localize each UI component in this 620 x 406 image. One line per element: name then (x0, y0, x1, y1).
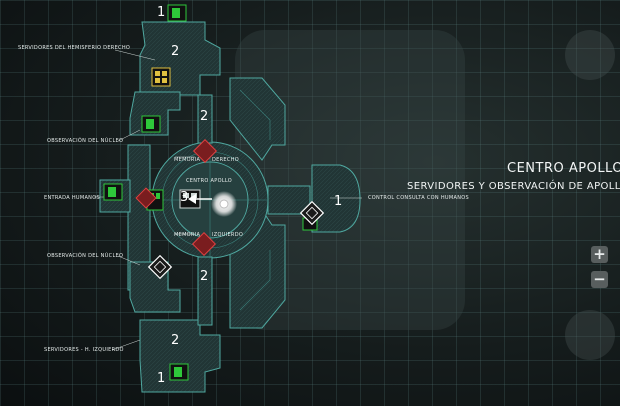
map-subtitle: SERVIDORES Y OBSERVACIÓN DE APOLLO (407, 181, 620, 192)
arrow-left-icon (188, 194, 212, 204)
waypoint-icon[interactable] (147, 254, 173, 280)
room-number: 2 (171, 44, 180, 59)
room-number: 1 (157, 5, 166, 20)
label-servers-right: SERVIDORES DEL HEMISFERIO DERECHO (18, 45, 131, 51)
label-center: CENTRO APOLLO (186, 178, 233, 184)
label-human-entrance: ENTRADA HUMANOS (44, 195, 100, 201)
zoom-in-button[interactable]: + (591, 246, 608, 263)
room-number: 2 (171, 333, 180, 348)
hazard-marker-icon[interactable] (135, 187, 157, 209)
chest-icon[interactable] (151, 67, 171, 87)
room-number: 2 (200, 109, 209, 124)
label-memory-left-side: IZQUIERDO (212, 232, 244, 238)
map-title: CENTRO APOLLO (507, 161, 620, 176)
save-point-icon[interactable] (141, 115, 161, 133)
zoom-out-button[interactable]: − (591, 271, 608, 288)
save-point-icon[interactable] (167, 4, 187, 22)
player-marker-icon (211, 191, 237, 217)
label-control-room: CONTROL CONSULTA CON HUMANOS (368, 195, 469, 201)
label-core-observation-top: OBSERVACIÓN DEL NÚCLEO (47, 138, 124, 144)
room-number: 1 (334, 194, 343, 209)
save-point-icon[interactable] (169, 363, 189, 381)
label-memory-left: MEMORIA (174, 232, 201, 238)
save-point-icon[interactable] (103, 183, 123, 201)
label-memory-right: MEMORIA (174, 157, 201, 163)
label-servers-left: SERVIDORES - H. IZQUIERDO (44, 347, 124, 353)
hazard-marker-icon[interactable] (192, 138, 218, 164)
room-number: 2 (200, 269, 209, 284)
room-number: 1 (157, 371, 166, 386)
hazard-marker-icon[interactable] (191, 231, 217, 257)
waypoint-icon[interactable] (299, 200, 325, 226)
room-number: 3 (180, 190, 189, 205)
label-leaders (94, 49, 362, 351)
label-memory-right-side: DERECHO (212, 157, 239, 163)
label-core-observation-bottom: OBSERVACIÓN DEL NÚCLEO (47, 253, 124, 259)
